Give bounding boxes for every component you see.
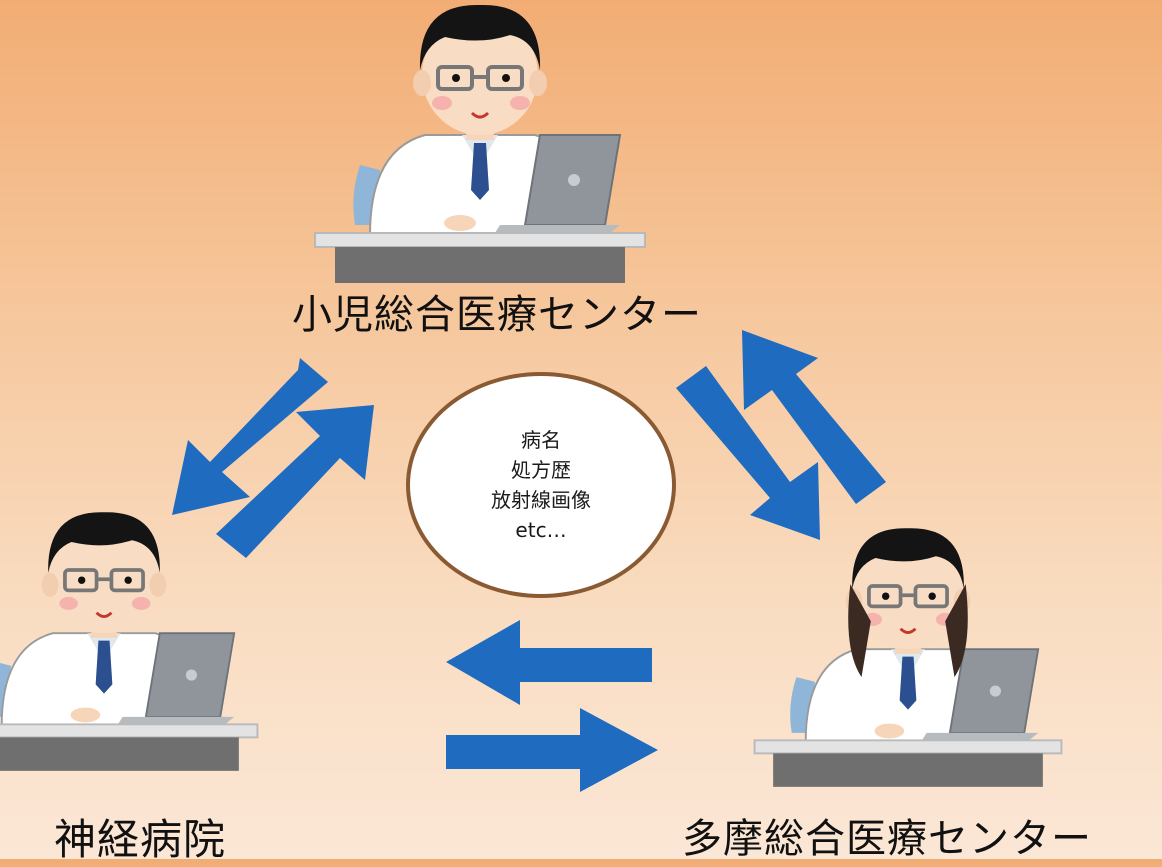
shared-info-bubble: 病名 処方歴 放射線画像 etc… [406, 372, 676, 598]
info-item: 病名 [521, 428, 561, 452]
arrow-top-to-left [172, 358, 328, 515]
doctor-top-illustration [313, 2, 647, 286]
node-label-top: 小児総合医療センター [292, 292, 702, 338]
arrows [172, 330, 886, 792]
info-item: 処方歴 [511, 458, 571, 482]
info-item: etc… [515, 518, 567, 542]
doctor-right-illustration [752, 526, 1064, 789]
arrow-left-to-top [216, 405, 374, 558]
arrow-right-to-top [742, 330, 886, 504]
node-label-right: 多摩総合医療センター [682, 816, 1092, 862]
arrow-right-to-left [446, 620, 652, 705]
info-item: 放射線画像 [491, 488, 591, 512]
arrow-left-to-right [446, 708, 658, 792]
arrow-top-to-right [676, 366, 820, 540]
doctor-left-illustration [0, 510, 260, 773]
node-label-left: 神経病院 [54, 815, 227, 864]
